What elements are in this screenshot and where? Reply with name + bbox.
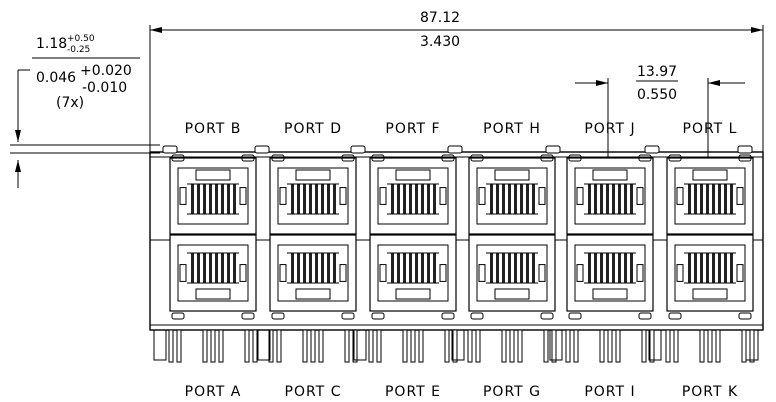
- port-label-h: PORT H: [483, 121, 541, 137]
- rj45-port: [566, 234, 654, 320]
- pitch-in: 0.550: [637, 87, 677, 103]
- offset-mm: 1.18: [36, 36, 67, 52]
- housing-bump: [350, 145, 366, 154]
- offset-in: 0.046: [36, 70, 76, 86]
- port-label-a: PORT A: [185, 384, 242, 400]
- offset-in-plus: +0.020: [80, 63, 132, 79]
- port-label-d: PORT D: [284, 121, 342, 137]
- port-label-e: PORT E: [385, 384, 441, 400]
- rj45-port: [666, 234, 754, 320]
- port-label-c: PORT C: [285, 384, 342, 400]
- bottom-port-labels: PORT A PORT C PORT E PORT G PORT I PORT …: [185, 384, 738, 400]
- rj45-port: [666, 154, 754, 235]
- port-label-b: PORT B: [185, 121, 242, 137]
- mounting-pins: [153, 329, 759, 363]
- housing-bump: [644, 145, 660, 154]
- top-bumps: [162, 145, 753, 154]
- rj45-port: [269, 154, 357, 235]
- offset-dimension: 1.18 +0.50 -0.25 0.046 +0.020 -0.010 (7x…: [10, 34, 160, 188]
- rj45-port: [169, 234, 257, 320]
- rj45-port: [169, 154, 257, 235]
- top-port-labels: PORT B PORT D PORT F PORT H PORT J PORT …: [185, 121, 738, 137]
- rj45-port: [468, 234, 556, 320]
- ports: [169, 154, 754, 320]
- port-label-i: PORT I: [584, 384, 635, 400]
- pitch-mm: 13.97: [637, 64, 677, 80]
- rj45-port: [369, 154, 457, 235]
- offset-in-minus: -0.010: [82, 80, 127, 96]
- overall-width-mm: 87.12: [420, 10, 460, 26]
- rj45-port: [566, 154, 654, 235]
- offset-count: (7x): [56, 95, 84, 111]
- offset-mm-plus: +0.50: [67, 34, 95, 44]
- port-label-f: PORT F: [385, 121, 440, 137]
- housing-bump: [162, 145, 178, 154]
- rj45-port: [369, 234, 457, 320]
- overall-width-in: 3.430: [420, 34, 460, 50]
- port-label-g: PORT G: [483, 384, 541, 400]
- housing-bump: [545, 145, 561, 154]
- offset-mm-minus: -0.25: [67, 45, 90, 55]
- port-label-j: PORT J: [584, 121, 635, 137]
- overall-width-dimension: 87.12 3.430: [149, 10, 764, 152]
- connector-housing: [149, 145, 764, 363]
- port-label-k: PORT K: [682, 384, 738, 400]
- rj45-port: [269, 234, 357, 320]
- rj45-port: [468, 154, 556, 235]
- housing-bump: [254, 145, 270, 154]
- port-label-l: PORT L: [683, 121, 738, 137]
- housing-bump: [447, 145, 463, 154]
- housing-bump: [737, 145, 753, 154]
